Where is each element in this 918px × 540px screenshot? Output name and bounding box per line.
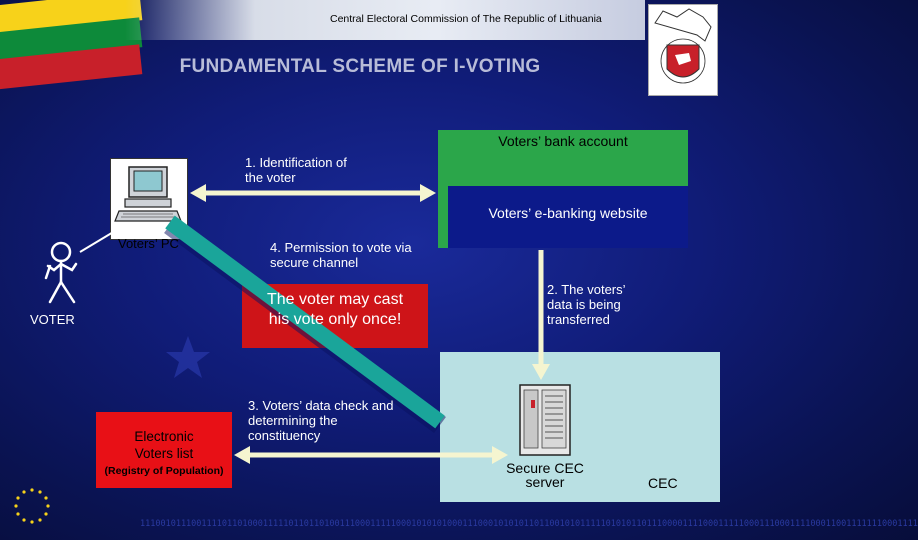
computer-icon [110, 158, 188, 240]
data-transfer-arrow [532, 250, 550, 380]
background-star-icon [166, 336, 210, 378]
identification-arrow [190, 184, 436, 202]
header-band [125, 0, 645, 40]
warning-label: The voter may cast his vote only once! [266, 291, 404, 328]
secure-channel-line [165, 215, 445, 429]
page-title: FUNDAMENTAL SCHEME OF I-VOTING [179, 56, 541, 77]
ebanking-website-label: Voters’ e-banking website [488, 205, 648, 221]
cec-box [440, 352, 720, 502]
organization-name: Central Electoral Commission of The Repu… [330, 13, 602, 25]
eu-stars-icon [14, 488, 50, 524]
data-check-arrow [234, 446, 508, 464]
voters-list-label: Electronic Voters list [134, 429, 194, 461]
diagram-connectors [14, 184, 571, 524]
voter-figure-icon [44, 241, 78, 304]
secure-server-label: Secure CEC server [506, 460, 584, 490]
step3-label: 3. Voters’ data check and determining th… [248, 398, 394, 443]
server-icon [519, 384, 571, 456]
cec-label: CEC [648, 475, 678, 491]
step1-label: 1. Identification of the voter [245, 155, 347, 185]
registry-label: (Registry of Population) [104, 465, 224, 477]
bank-account-label: Voters’ bank account [498, 133, 628, 149]
step4-label: 4. Permission to vote via secure channel [270, 240, 412, 270]
binary-strip: 1110010111001111011010001111101101101001… [140, 519, 918, 529]
voters-pc-label: Voters’ PC [118, 236, 179, 251]
voter-pc-link [79, 227, 121, 253]
voter-label: VOTER [30, 312, 75, 327]
ebanking-website-box [448, 186, 688, 248]
cec-emblem-icon [648, 4, 718, 96]
voters-list-box [96, 412, 232, 488]
step2-label: 2. The voters’ data is being transferred [547, 282, 626, 327]
